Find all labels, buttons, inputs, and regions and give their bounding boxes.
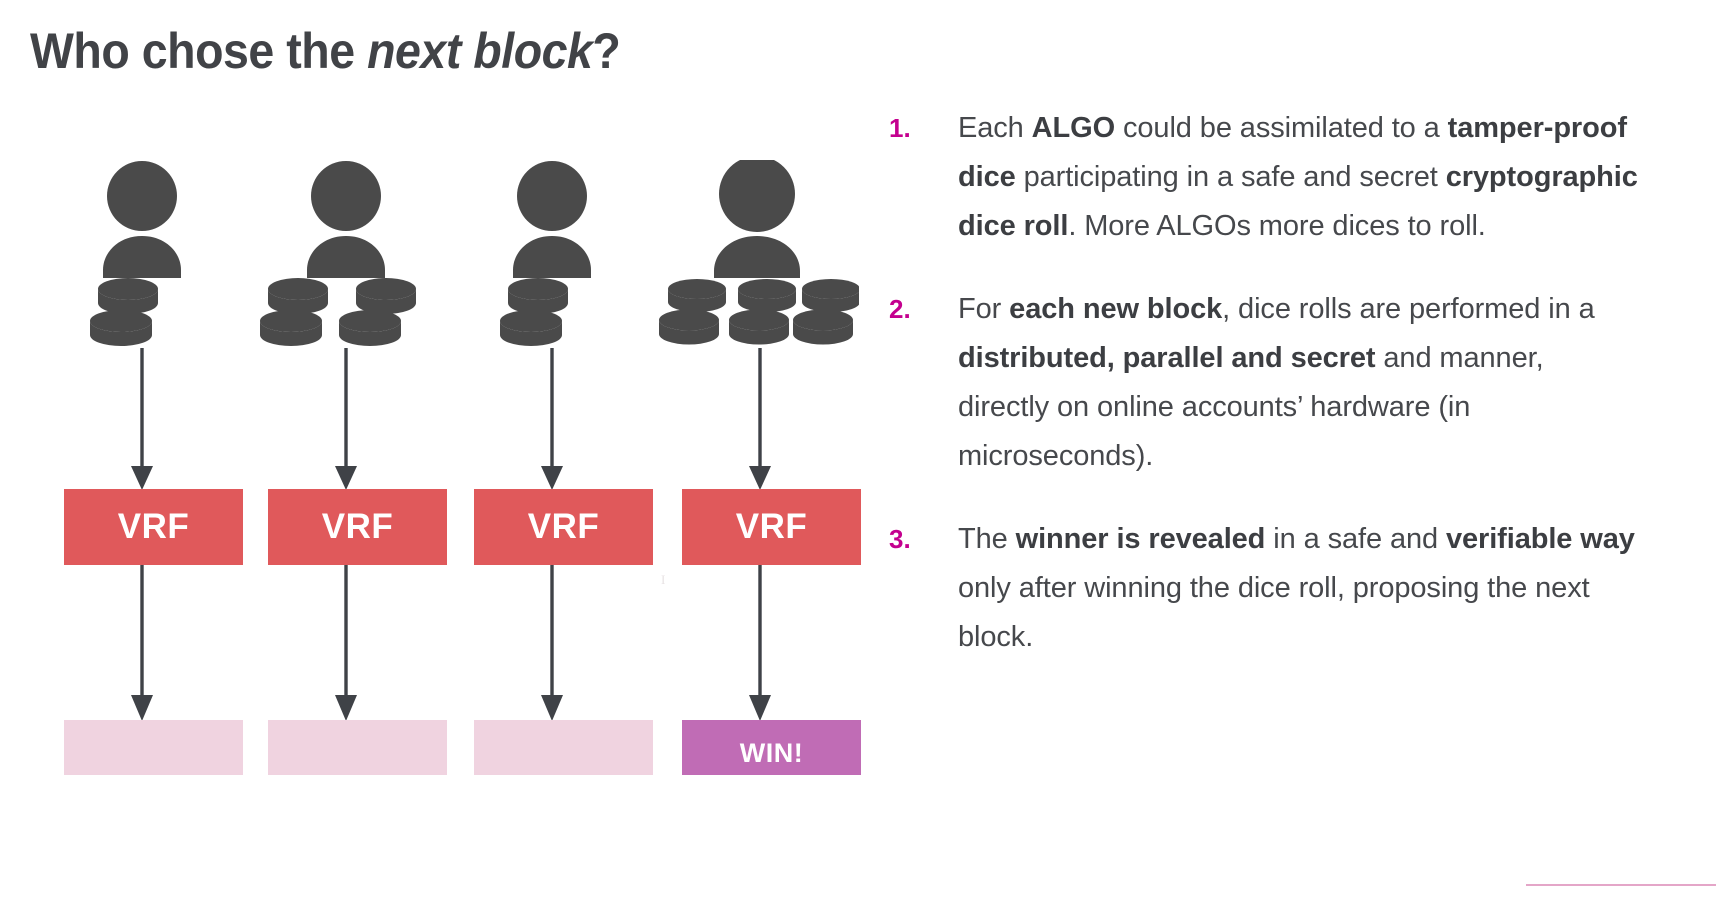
arrow-down-to-vrf bbox=[326, 348, 366, 490]
vrf-box[interactable]: VRF bbox=[64, 489, 243, 565]
list-item-number: 1. bbox=[889, 113, 911, 143]
vrf-box[interactable]: VRF bbox=[682, 489, 861, 565]
vrf-box[interactable]: VRF bbox=[474, 489, 653, 565]
vrf-box[interactable]: VRF bbox=[268, 489, 447, 565]
body-text: For bbox=[958, 293, 1010, 325]
footer-divider bbox=[1526, 884, 1716, 886]
explanation-list: 1. Each ALGO could be assimilated to a ta… bbox=[880, 104, 1640, 696]
arrow-down-to-result bbox=[122, 565, 162, 721]
body-text: and manner, directly on online accounts’… bbox=[958, 342, 1544, 472]
winner-result-box[interactable]: WIN! bbox=[682, 720, 861, 775]
arrow-down-to-vrf bbox=[122, 348, 162, 490]
vrf-label: VRF bbox=[117, 507, 190, 546]
person-icon bbox=[256, 160, 436, 278]
arrow-down-to-result bbox=[326, 565, 366, 721]
list-item-number: 3. bbox=[889, 524, 911, 554]
emphasis-text: each new block bbox=[1009, 293, 1223, 325]
result-box[interactable] bbox=[474, 720, 653, 775]
actor-column-4: VRF WIN! bbox=[659, 0, 861, 897]
body-text: could be assimilated to a bbox=[1115, 112, 1448, 144]
actor-column-2: VRF bbox=[256, 0, 447, 897]
stray-tick-mark: I bbox=[661, 572, 666, 587]
page-title-emphasis: next block bbox=[367, 23, 593, 79]
body-text: in a safe and bbox=[1265, 523, 1446, 555]
emphasis-text: distributed, parallel and secret bbox=[958, 342, 1376, 374]
list-item-text: Each ALGO could be assimilated to a tamp… bbox=[958, 104, 1640, 251]
page-title-suffix: ? bbox=[592, 23, 621, 79]
coin-stack-group bbox=[258, 277, 436, 349]
coin-stack-group bbox=[88, 277, 196, 349]
body-text: participating in a safe and secret bbox=[1015, 161, 1446, 193]
arrow-down-to-result bbox=[740, 565, 780, 721]
list-item-text: The winner is revealed in a safe and ver… bbox=[958, 515, 1640, 662]
body-text: . More ALGOs more dices to roll. bbox=[1068, 210, 1486, 242]
person-icon bbox=[462, 160, 642, 278]
result-box[interactable] bbox=[64, 720, 243, 775]
vrf-label: VRF bbox=[527, 507, 600, 546]
consensus-diagram: VRF bbox=[52, 0, 861, 897]
arrow-down-to-vrf bbox=[532, 348, 572, 490]
emphasis-text: winner is revealed bbox=[1015, 523, 1266, 555]
coin-stack-group bbox=[498, 277, 606, 349]
list-item: 1. Each ALGO could be assimilated to a ta… bbox=[880, 104, 1640, 251]
list-item: 2. For each new block, dice rolls are per… bbox=[880, 285, 1640, 481]
person-icon bbox=[52, 160, 232, 278]
body-text: The bbox=[958, 523, 1016, 555]
person-icon bbox=[667, 160, 847, 278]
emphasis-text: verifiable way bbox=[1445, 523, 1635, 555]
page-title: Who chose the next block? bbox=[30, 22, 621, 80]
list-item: 3. The winner is revealed in a safe and v… bbox=[880, 515, 1640, 662]
arrow-down-to-result bbox=[532, 565, 572, 721]
emphasis-text: tamper-proof dice bbox=[958, 112, 1627, 193]
coin-stack-group bbox=[659, 277, 859, 349]
vrf-label: VRF bbox=[735, 507, 808, 546]
win-label: WIN! bbox=[739, 738, 804, 768]
emphasis-text: cryptographic dice roll bbox=[958, 161, 1638, 242]
vrf-label: VRF bbox=[321, 507, 394, 546]
result-box[interactable] bbox=[268, 720, 447, 775]
list-item-text: For each new block, dice rolls are perfo… bbox=[958, 285, 1640, 481]
body-text: , dice rolls are performed in a bbox=[1222, 293, 1595, 325]
body-text: only after winning the dice roll, propos… bbox=[958, 572, 1590, 653]
page-title-prefix: Who chose the bbox=[30, 23, 368, 79]
list-item-number: 2. bbox=[889, 294, 911, 324]
body-text: Each bbox=[958, 112, 1032, 144]
arrow-down-to-vrf bbox=[740, 348, 780, 490]
emphasis-text: ALGO bbox=[1031, 112, 1116, 144]
actor-column-3: VRF bbox=[462, 0, 653, 897]
actor-column-1: VRF bbox=[52, 0, 243, 897]
